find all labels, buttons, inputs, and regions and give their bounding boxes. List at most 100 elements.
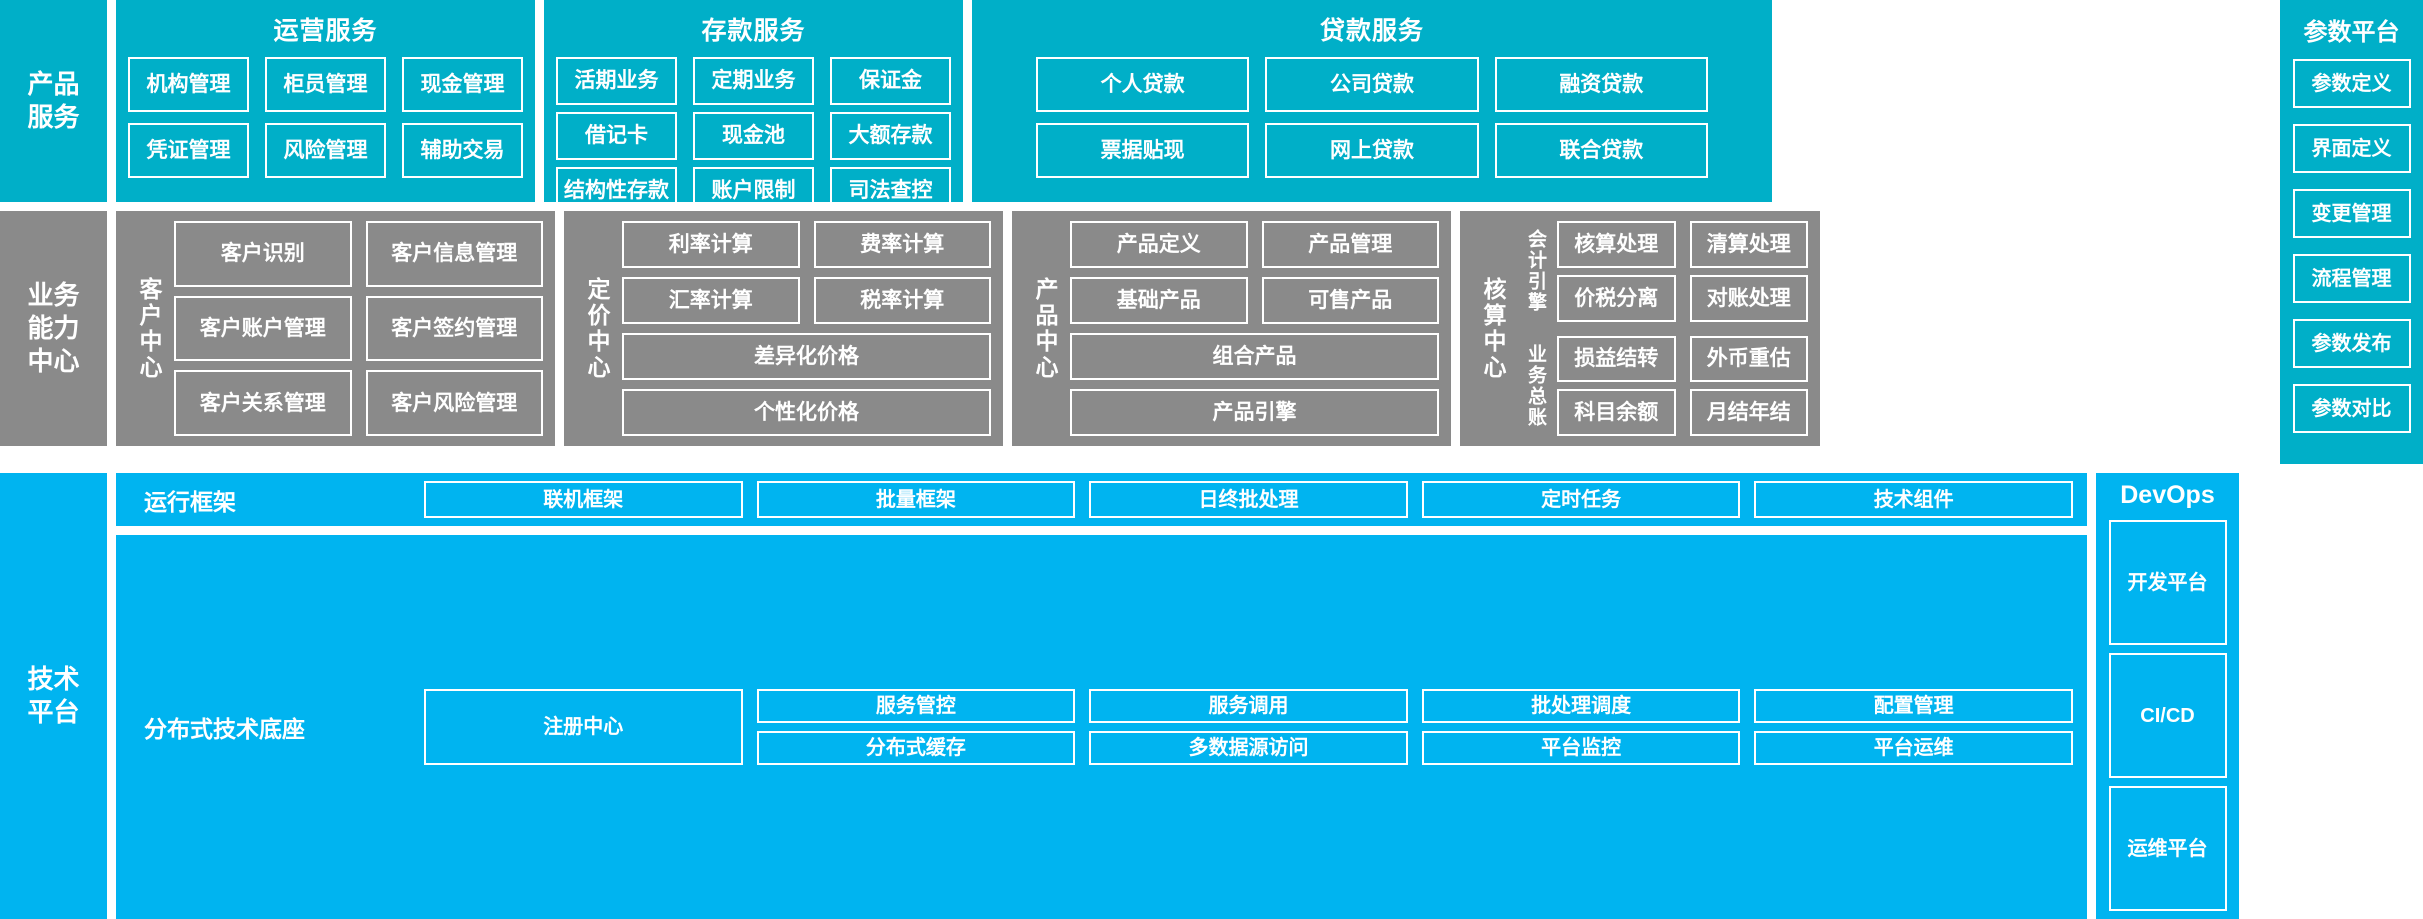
service-item[interactable]: 公司贷款 [1265, 57, 1479, 112]
capability-item[interactable]: 产品管理 [1261, 221, 1439, 268]
capability-item[interactable]: 对账处理 [1689, 274, 1808, 322]
center-customer: 客户中心 客户识别 客户信息管理 客户账户管理 客户签约管理 客户关系管理 客户… [116, 211, 555, 446]
service-item[interactable]: 保证金 [830, 57, 951, 105]
tech-item[interactable]: 平台监控 [1421, 731, 1741, 765]
tech-item[interactable]: 联机框架 [424, 481, 743, 518]
capability-item[interactable]: 利率计算 [622, 221, 800, 268]
tech-item[interactable]: 服务管控 [756, 689, 1076, 723]
capability-item[interactable]: 核算处理 [1557, 221, 1676, 268]
service-item[interactable]: 凭证管理 [128, 123, 249, 178]
tech-item[interactable]: 分布式缓存 [756, 731, 1076, 765]
subgroup-accounting-engine: 会计引擎 核算处理 清算处理 价税分离 对账处理 [1518, 221, 1808, 322]
service-item[interactable]: 风险管理 [265, 123, 386, 178]
parameter-item[interactable]: 参数定义 [2292, 59, 2411, 108]
strip-label-distributed-foundation: 分布式技术底座 [144, 716, 305, 742]
devops-item[interactable]: 运维平台 [2108, 786, 2227, 911]
service-item[interactable]: 现金池 [693, 112, 814, 160]
business-capability-row: 业务 能力 中心 客户中心 客户识别 客户信息管理 客户账户管理 客户签约管理 … [0, 211, 2271, 446]
capability-item[interactable]: 税率计算 [813, 277, 991, 324]
service-item[interactable]: 大额存款 [830, 112, 951, 160]
row-label-business-capability: 业务 能力 中心 [0, 211, 107, 446]
devops-item[interactable]: 开发平台 [2108, 520, 2227, 645]
capability-item[interactable]: 费率计算 [813, 221, 991, 268]
parameter-item[interactable]: 变更管理 [2292, 189, 2411, 238]
center-label-customer: 客户中心 [136, 276, 162, 381]
capability-item[interactable]: 客户关系管理 [174, 370, 352, 436]
group-deposit-services: 存款服务 活期业务 定期业务 保证金 借记卡 现金池 大额存款 结构性存款 账户… [544, 0, 963, 215]
capability-item[interactable]: 可售产品 [1261, 277, 1439, 324]
parameter-platform-panel: 参数平台 参数定义 界面定义 变更管理 流程管理 参数发布 参数对比 [2280, 0, 2423, 464]
capability-item[interactable]: 客户风险管理 [365, 370, 543, 436]
service-item[interactable]: 司法查控 [830, 167, 951, 215]
capability-item[interactable]: 差异化价格 [622, 333, 991, 380]
tech-item[interactable]: 技术组件 [1754, 481, 2073, 518]
center-label-accounting: 核算中心 [1480, 276, 1506, 381]
strip-distributed-foundation: 分布式技术底座 注册中心 服务管控 服务调用 批处理调度 配置管理 分布式缓存 … [116, 535, 2087, 919]
tech-item[interactable]: 批处理调度 [1421, 689, 1741, 723]
center-accounting: 核算中心 会计引擎 核算处理 清算处理 价税分离 对账处理 [1460, 211, 1820, 446]
capability-item[interactable]: 组合产品 [1070, 333, 1439, 380]
parameter-platform-title: 参数平台 [2303, 19, 2400, 46]
capability-item[interactable]: 汇率计算 [622, 277, 800, 324]
service-item[interactable]: 柜员管理 [265, 57, 386, 112]
group-loan-services: 贷款服务 个人贷款 公司贷款 融资贷款 票据贴现 网上贷款 联合贷款 [972, 0, 1772, 202]
capability-item[interactable]: 个性化价格 [622, 389, 991, 436]
center-label-pricing: 定价中心 [584, 276, 610, 381]
parameter-item[interactable]: 界面定义 [2292, 124, 2411, 173]
service-item[interactable]: 账户限制 [693, 167, 814, 215]
parameter-item[interactable]: 流程管理 [2292, 254, 2411, 303]
capability-item[interactable]: 产品定义 [1070, 221, 1248, 268]
capability-item[interactable]: 客户识别 [174, 221, 352, 287]
subgroup-general-ledger: 业务总账 损益结转 外币重估 科目余额 月结年结 [1518, 335, 1808, 436]
tech-item[interactable]: 服务调用 [1089, 689, 1408, 723]
subgroup-label-accounting-engine: 会计引擎 [1525, 229, 1546, 314]
center-pricing: 定价中心 利率计算 费率计算 汇率计算 税率计算 差异化价格 个性化价格 [564, 211, 1003, 446]
service-item[interactable]: 定期业务 [693, 57, 814, 105]
capability-item[interactable]: 科目余额 [1557, 389, 1676, 436]
tech-item[interactable]: 多数据源访问 [1089, 731, 1408, 765]
parameter-item[interactable]: 参数对比 [2292, 384, 2411, 433]
group-title-deposit-services: 存款服务 [701, 17, 806, 45]
subgroup-label-general-ledger: 业务总账 [1525, 343, 1546, 428]
service-item[interactable]: 联合贷款 [1494, 123, 1708, 178]
service-item[interactable]: 个人贷款 [1036, 57, 1250, 112]
service-item[interactable]: 票据贴现 [1036, 123, 1250, 178]
capability-item[interactable]: 产品引擎 [1070, 389, 1439, 436]
group-title-operation-services: 运营服务 [273, 17, 378, 45]
tech-item[interactable]: 配置管理 [1754, 689, 2073, 723]
devops-panel: DevOps 开发平台 CI/CD 运维平台 [2096, 473, 2239, 919]
center-label-product: 产品中心 [1032, 276, 1058, 381]
tech-item[interactable]: 日终批处理 [1089, 481, 1408, 518]
tech-item-registry[interactable]: 注册中心 [424, 689, 743, 765]
capability-item[interactable]: 客户信息管理 [365, 221, 543, 287]
parameter-item[interactable]: 参数发布 [2292, 319, 2411, 368]
service-item[interactable]: 活期业务 [556, 57, 677, 105]
service-item[interactable]: 机构管理 [128, 57, 249, 112]
service-item[interactable]: 借记卡 [556, 112, 677, 160]
capability-item[interactable]: 月结年结 [1689, 389, 1808, 436]
service-item[interactable]: 结构性存款 [556, 167, 677, 215]
capability-item[interactable]: 客户签约管理 [365, 295, 543, 362]
service-item[interactable]: 现金管理 [402, 57, 523, 112]
capability-item[interactable]: 清算处理 [1689, 221, 1808, 268]
group-operation-services: 运营服务 机构管理 柜员管理 现金管理 凭证管理 风险管理 辅助交易 [116, 0, 535, 202]
capability-item[interactable]: 外币重估 [1689, 335, 1808, 383]
capability-item[interactable]: 基础产品 [1070, 277, 1248, 324]
row-label-product-services: 产品 服务 [0, 0, 107, 202]
service-item[interactable]: 融资贷款 [1494, 57, 1708, 112]
tech-item[interactable]: 批量框架 [756, 481, 1076, 518]
capability-item[interactable]: 客户账户管理 [174, 295, 352, 362]
strip-label-runtime-framework: 运行框架 [144, 488, 236, 515]
tech-item[interactable]: 定时任务 [1421, 481, 1741, 518]
devops-item[interactable]: CI/CD [2108, 653, 2227, 778]
center-product: 产品中心 产品定义 产品管理 基础产品 可售产品 组合产品 产品引擎 [1012, 211, 1451, 446]
capability-item[interactable]: 损益结转 [1557, 335, 1676, 383]
service-item[interactable]: 网上贷款 [1265, 123, 1479, 178]
technical-platform-row: 技术 平台 运行框架 联机框架 批量框架 日终批处理 定时任务 技术组件 分布式… [0, 473, 2423, 919]
row-label-technical-platform: 技术 平台 [0, 473, 107, 919]
capability-item[interactable]: 价税分离 [1557, 274, 1676, 322]
service-item[interactable]: 辅助交易 [402, 123, 523, 178]
tech-item[interactable]: 平台运维 [1754, 731, 2073, 765]
technical-platform-strips: 运行框架 联机框架 批量框架 日终批处理 定时任务 技术组件 分布式技术底座 注… [116, 473, 2087, 919]
